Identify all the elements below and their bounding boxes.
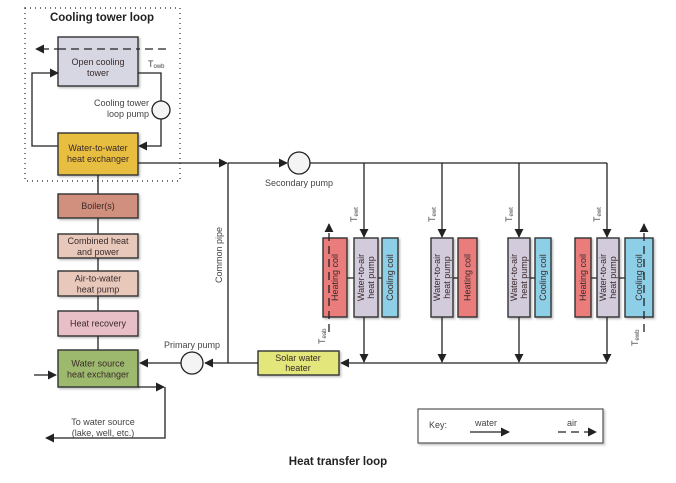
terminal-unit-1: TewtHeating coil Water-to-airheat pump Coo…	[317, 163, 398, 362]
air-to-water-heat-pump-label: Air-to-waterheat pump	[75, 274, 122, 295]
legend-air-label: air	[567, 418, 577, 428]
ct-return-pipe	[138, 73, 161, 101]
teab-label: Teab	[317, 328, 328, 344]
cooling-coil-label: Cooling coil	[385, 254, 395, 301]
tewb-label: Tewb	[630, 329, 641, 346]
common-pipe-label: Common pipe	[214, 227, 224, 283]
ct-pump-pipe	[139, 119, 161, 146]
primary-pump	[181, 352, 203, 374]
cooling-coil-label: Cooling coil	[634, 254, 644, 301]
secondary-pump	[288, 152, 310, 174]
water-to-air-heat-pump-label: Water-to-airheat pump	[598, 254, 618, 301]
tewt-label: Tewt	[504, 207, 515, 222]
cooling-tower-loop-pump	[152, 101, 170, 119]
hx-label: Water-to-waterheat exchanger	[67, 143, 129, 164]
terminal-unit-4: TewtHeating coil Water-to-airheat pump Coo…	[575, 163, 653, 362]
heating-coil-label: Heating coil	[578, 254, 588, 301]
ct-pump-label: Cooling towerloop pump	[94, 98, 149, 119]
tewt-label: Tewt	[592, 207, 603, 222]
cooling-coil-label: Cooling coil	[538, 254, 548, 301]
water-source-heat-exchanger-label: Water sourceheat exchanger	[67, 359, 129, 380]
towb-label: Towb	[148, 59, 165, 70]
water-to-air-heat-pump-label: Water-to-airheat pump	[432, 254, 452, 301]
heat-recovery-label: Heat recovery	[70, 319, 127, 329]
heating-coil-label: Heating coil	[330, 254, 340, 301]
terminal-unit-2: TewtWater-to-airheat pump Heating coil	[427, 163, 477, 362]
legend-water-label: water	[474, 418, 497, 428]
terminal-unit-3: TewtWater-to-airheat pump Cooling coil	[504, 163, 551, 362]
water-to-air-heat-pump-label: Water-to-airheat pump	[356, 254, 376, 301]
heat-transfer-loop-title: Heat transfer loop	[289, 456, 387, 468]
boiler-s-label: Boiler(s)	[81, 201, 115, 211]
heating-coil-label: Heating coil	[463, 254, 473, 301]
water-source-heat-exchanger-box	[58, 350, 138, 387]
water-to-air-heat-pump-label: Water-to-airheat pump	[509, 254, 529, 301]
legend-title: Key:	[429, 420, 447, 430]
tewt-label: Tewt	[427, 207, 438, 222]
cooling-tower-loop-title: Cooling tower loop	[50, 12, 154, 24]
ct-supply-pipe	[32, 73, 58, 146]
secondary-pump-label: Secondary pump	[265, 178, 333, 188]
primary-pump-label: Primary pump	[164, 340, 220, 350]
tewt-label: Tewt	[349, 207, 360, 222]
water-source-label: To water source(lake, well, etc.)	[71, 417, 135, 438]
